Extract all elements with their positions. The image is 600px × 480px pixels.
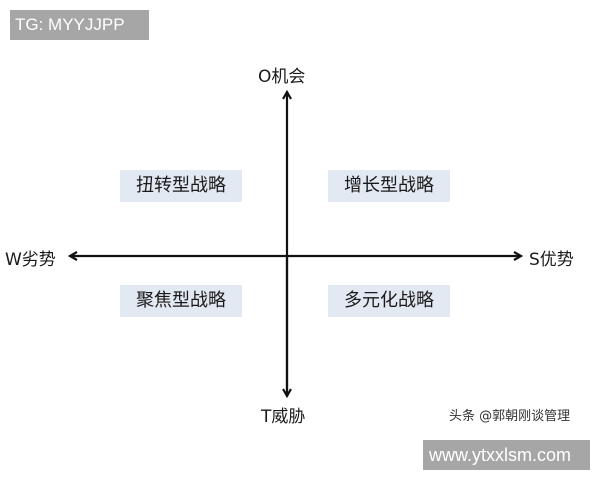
axis-label-weakness: W劣势 (5, 250, 56, 270)
watermark-top: TG: MYYJJPP (10, 10, 149, 40)
axis-label-strength: S优势 (529, 250, 574, 270)
quadrant-focus-strategy: 聚焦型战略 (120, 285, 242, 317)
watermark-bottom: www.ytxxlsm.com (423, 440, 590, 470)
source-credit: 头条 @郭朝刚谈管理 (449, 409, 571, 424)
axis-label-threat: T威胁 (261, 407, 306, 427)
quadrant-growth-strategy: 增长型战略 (328, 170, 450, 202)
axis-label-opportunity: O机会 (258, 67, 306, 87)
quadrant-turnaround-strategy: 扭转型战略 (120, 170, 242, 202)
quadrant-diversification-strategy: 多元化战略 (328, 285, 450, 317)
